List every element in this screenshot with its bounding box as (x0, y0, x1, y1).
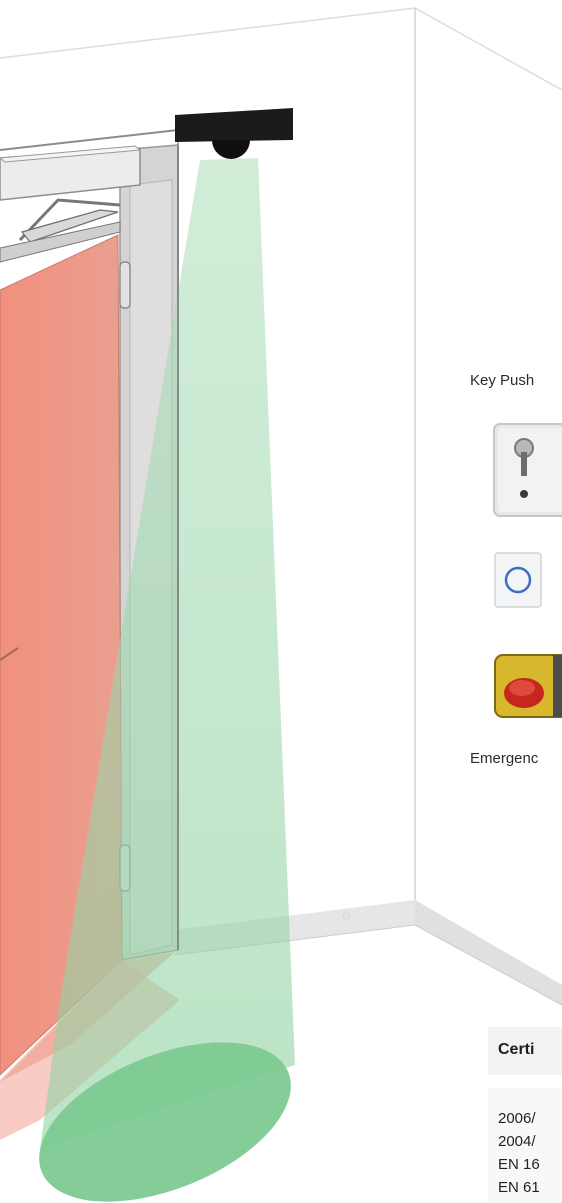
svg-text:⚙: ⚙ (341, 909, 352, 923)
push-button-icon (493, 551, 543, 609)
certificates-title: Certi (498, 1041, 534, 1059)
certificate-item: EN 61 (498, 1179, 540, 1196)
certificate-item: EN 16 (498, 1156, 540, 1173)
emergency-label: Emergenc (470, 750, 538, 767)
emergency-stop-icon (493, 653, 562, 719)
certificates-list: 2006/ 2004/ EN 16 EN 61 (488, 1088, 562, 1203)
key-push-label: Key Push (470, 372, 534, 389)
certificate-item: 2006/ (498, 1110, 536, 1127)
motion-sensor (175, 108, 293, 159)
door-operator-housing (0, 146, 140, 262)
certificate-item: 2004/ (498, 1133, 536, 1150)
certificates-header: Certi (488, 1027, 562, 1075)
key-switch-icon (492, 422, 562, 518)
